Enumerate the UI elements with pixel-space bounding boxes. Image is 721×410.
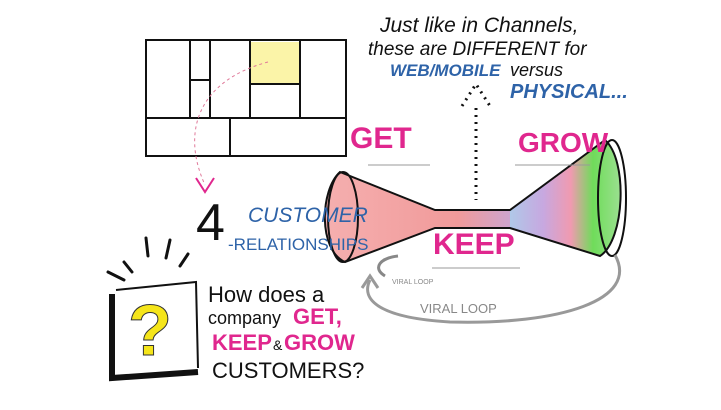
dotted-up-arrow — [460, 81, 492, 200]
relationships-text: -RELATIONSHIPS — [228, 235, 368, 254]
channels-note: Just like in Channels, these are DIFFERE… — [368, 14, 628, 103]
highlighted-block — [250, 42, 300, 84]
question-mark-icon: ? — [128, 291, 172, 371]
business-model-canvas-thumbnail — [145, 39, 347, 157]
block-number: 4 — [196, 194, 225, 252]
note-line-1: Just like in Channels, — [379, 14, 578, 37]
note-versus: versus — [510, 60, 563, 80]
question-line-4: CUSTOMERS? — [212, 358, 364, 383]
question-line-1: How does a — [208, 282, 325, 307]
question-text: How does a company GET, KEEP & GROW CUST… — [208, 282, 364, 383]
question-ampersand: & — [273, 337, 283, 353]
small-viral-loop-arrow — [377, 254, 399, 278]
question-line-2-prefix: company — [208, 308, 281, 328]
question-get: GET, — [293, 304, 342, 329]
arrow-head-icon — [195, 177, 215, 194]
question-keep: KEEP — [212, 330, 272, 355]
customer-relationships-label: 4 CUSTOMER -RELATIONSHIPS — [196, 194, 368, 254]
customer-text: CUSTOMER — [248, 204, 368, 227]
note-physical: PHYSICAL... — [510, 81, 628, 103]
get-keep-grow-funnel — [323, 138, 627, 269]
viral-loop-arrow — [366, 254, 622, 324]
pointer-arrow — [194, 61, 269, 186]
viral-loop-label: VIRAL LOOP — [420, 301, 497, 316]
grow-label: GROW — [518, 127, 609, 158]
viral-loop-small-label: VIRAL LOOP — [392, 279, 434, 286]
question-sign: ? — [106, 236, 199, 382]
question-grow: GROW — [284, 330, 355, 355]
funnel-labels: GET GROW KEEP — [350, 122, 609, 261]
get-label: GET — [350, 122, 412, 155]
keep-label: KEEP — [433, 228, 515, 261]
note-line-2: these are DIFFERENT for — [368, 39, 587, 60]
viral-loop-arrow-head-icon — [360, 273, 380, 289]
note-web-mobile: WEB/MOBILE — [390, 61, 501, 80]
